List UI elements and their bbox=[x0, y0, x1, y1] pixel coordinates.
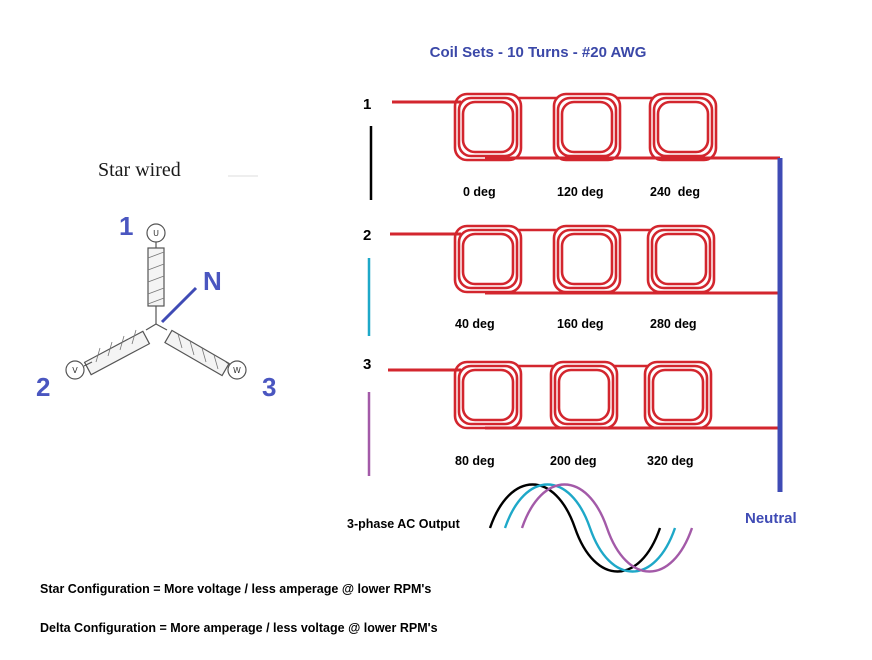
coil-2-turn bbox=[552, 92, 622, 162]
delta-config-note: Delta Configuration = More amperage / le… bbox=[40, 621, 438, 635]
row-1-deg-2: 120 deg bbox=[557, 185, 604, 199]
coil-3-turn bbox=[643, 360, 713, 430]
star-config-note: Star Configuration = More voltage / less… bbox=[40, 582, 431, 596]
sine-waves bbox=[488, 483, 694, 573]
coil-3-turn bbox=[647, 364, 709, 426]
neutral-label: Neutral bbox=[745, 510, 797, 527]
coil-1-turn bbox=[453, 92, 523, 162]
coil-3-turn bbox=[648, 92, 718, 162]
terminal-w-label: W bbox=[233, 366, 241, 375]
terminal-u bbox=[146, 223, 166, 243]
coil-1-turn bbox=[453, 360, 523, 430]
coil-3-turn bbox=[650, 228, 712, 290]
row-2-deg-3: 280 deg bbox=[650, 317, 697, 331]
row-3-number: 3 bbox=[363, 356, 371, 373]
winding-v bbox=[83, 330, 151, 376]
coil-row-2 bbox=[390, 224, 780, 295]
coil-2-turn bbox=[553, 364, 615, 426]
sine-wave-phase-1 bbox=[488, 483, 662, 573]
row-1-deg-1: 0 deg bbox=[463, 185, 496, 199]
row-1-number: 1 bbox=[363, 96, 371, 113]
winding-w bbox=[164, 329, 230, 377]
star-label-3: 3 bbox=[262, 372, 276, 402]
star-schematic: Star wired bbox=[36, 159, 276, 402]
coil-1-turn bbox=[461, 100, 515, 154]
row-3-deg-2: 200 deg bbox=[550, 454, 597, 468]
coil-row-1 bbox=[392, 92, 780, 162]
terminal-w bbox=[227, 360, 247, 380]
coil-2-turn bbox=[556, 228, 618, 290]
coil-2-turn bbox=[560, 100, 614, 154]
coil-1-turn bbox=[453, 224, 523, 294]
diagram-title: Coil Sets - 10 Turns - #20 AWG bbox=[430, 44, 647, 61]
coil-3-turn bbox=[646, 224, 716, 294]
row-2-number: 2 bbox=[363, 227, 371, 244]
terminal-v-label: V bbox=[72, 366, 78, 375]
row-2-deg-2: 160 deg bbox=[557, 317, 604, 331]
three-phase-output-label: 3-phase AC Output bbox=[347, 517, 461, 531]
sine-wave-phase-2 bbox=[503, 483, 677, 573]
coil-1-turn bbox=[461, 368, 515, 422]
coil-2-turn bbox=[556, 96, 618, 158]
coil-1-turn bbox=[457, 364, 519, 426]
star-label-n: N bbox=[203, 266, 222, 296]
coil-3-turn bbox=[651, 368, 705, 422]
coil-3-turn bbox=[656, 100, 710, 154]
row-2-deg-1: 40 deg bbox=[455, 317, 495, 331]
star-wired-title: Star wired bbox=[98, 159, 181, 181]
coil-3-turn bbox=[654, 232, 708, 286]
coil-row-3 bbox=[388, 360, 780, 430]
neutral-pointer-line bbox=[160, 286, 198, 324]
coil-rows: 1 2 3 0 deg 120 deg 240 deg 40 deg 160 d… bbox=[363, 92, 780, 476]
coil-2-turn bbox=[560, 232, 614, 286]
coil-3-turn bbox=[652, 96, 714, 158]
star-label-2: 2 bbox=[36, 372, 50, 402]
row-1-deg-3: 240 deg bbox=[650, 185, 700, 199]
sine-wave-phase-3 bbox=[520, 483, 694, 573]
row-3-deg-3: 320 deg bbox=[647, 454, 694, 468]
coil-2-turn bbox=[552, 224, 622, 294]
terminal-v bbox=[65, 360, 85, 380]
coil-1-turn bbox=[457, 228, 519, 290]
coil-2-turn bbox=[549, 360, 619, 430]
terminal-u-label: U bbox=[153, 229, 159, 238]
row-3-deg-1: 80 deg bbox=[455, 454, 495, 468]
coil-1-turn bbox=[461, 232, 515, 286]
coil-1-turn bbox=[457, 96, 519, 158]
coil-2-turn bbox=[557, 368, 611, 422]
star-label-1: 1 bbox=[119, 211, 133, 241]
